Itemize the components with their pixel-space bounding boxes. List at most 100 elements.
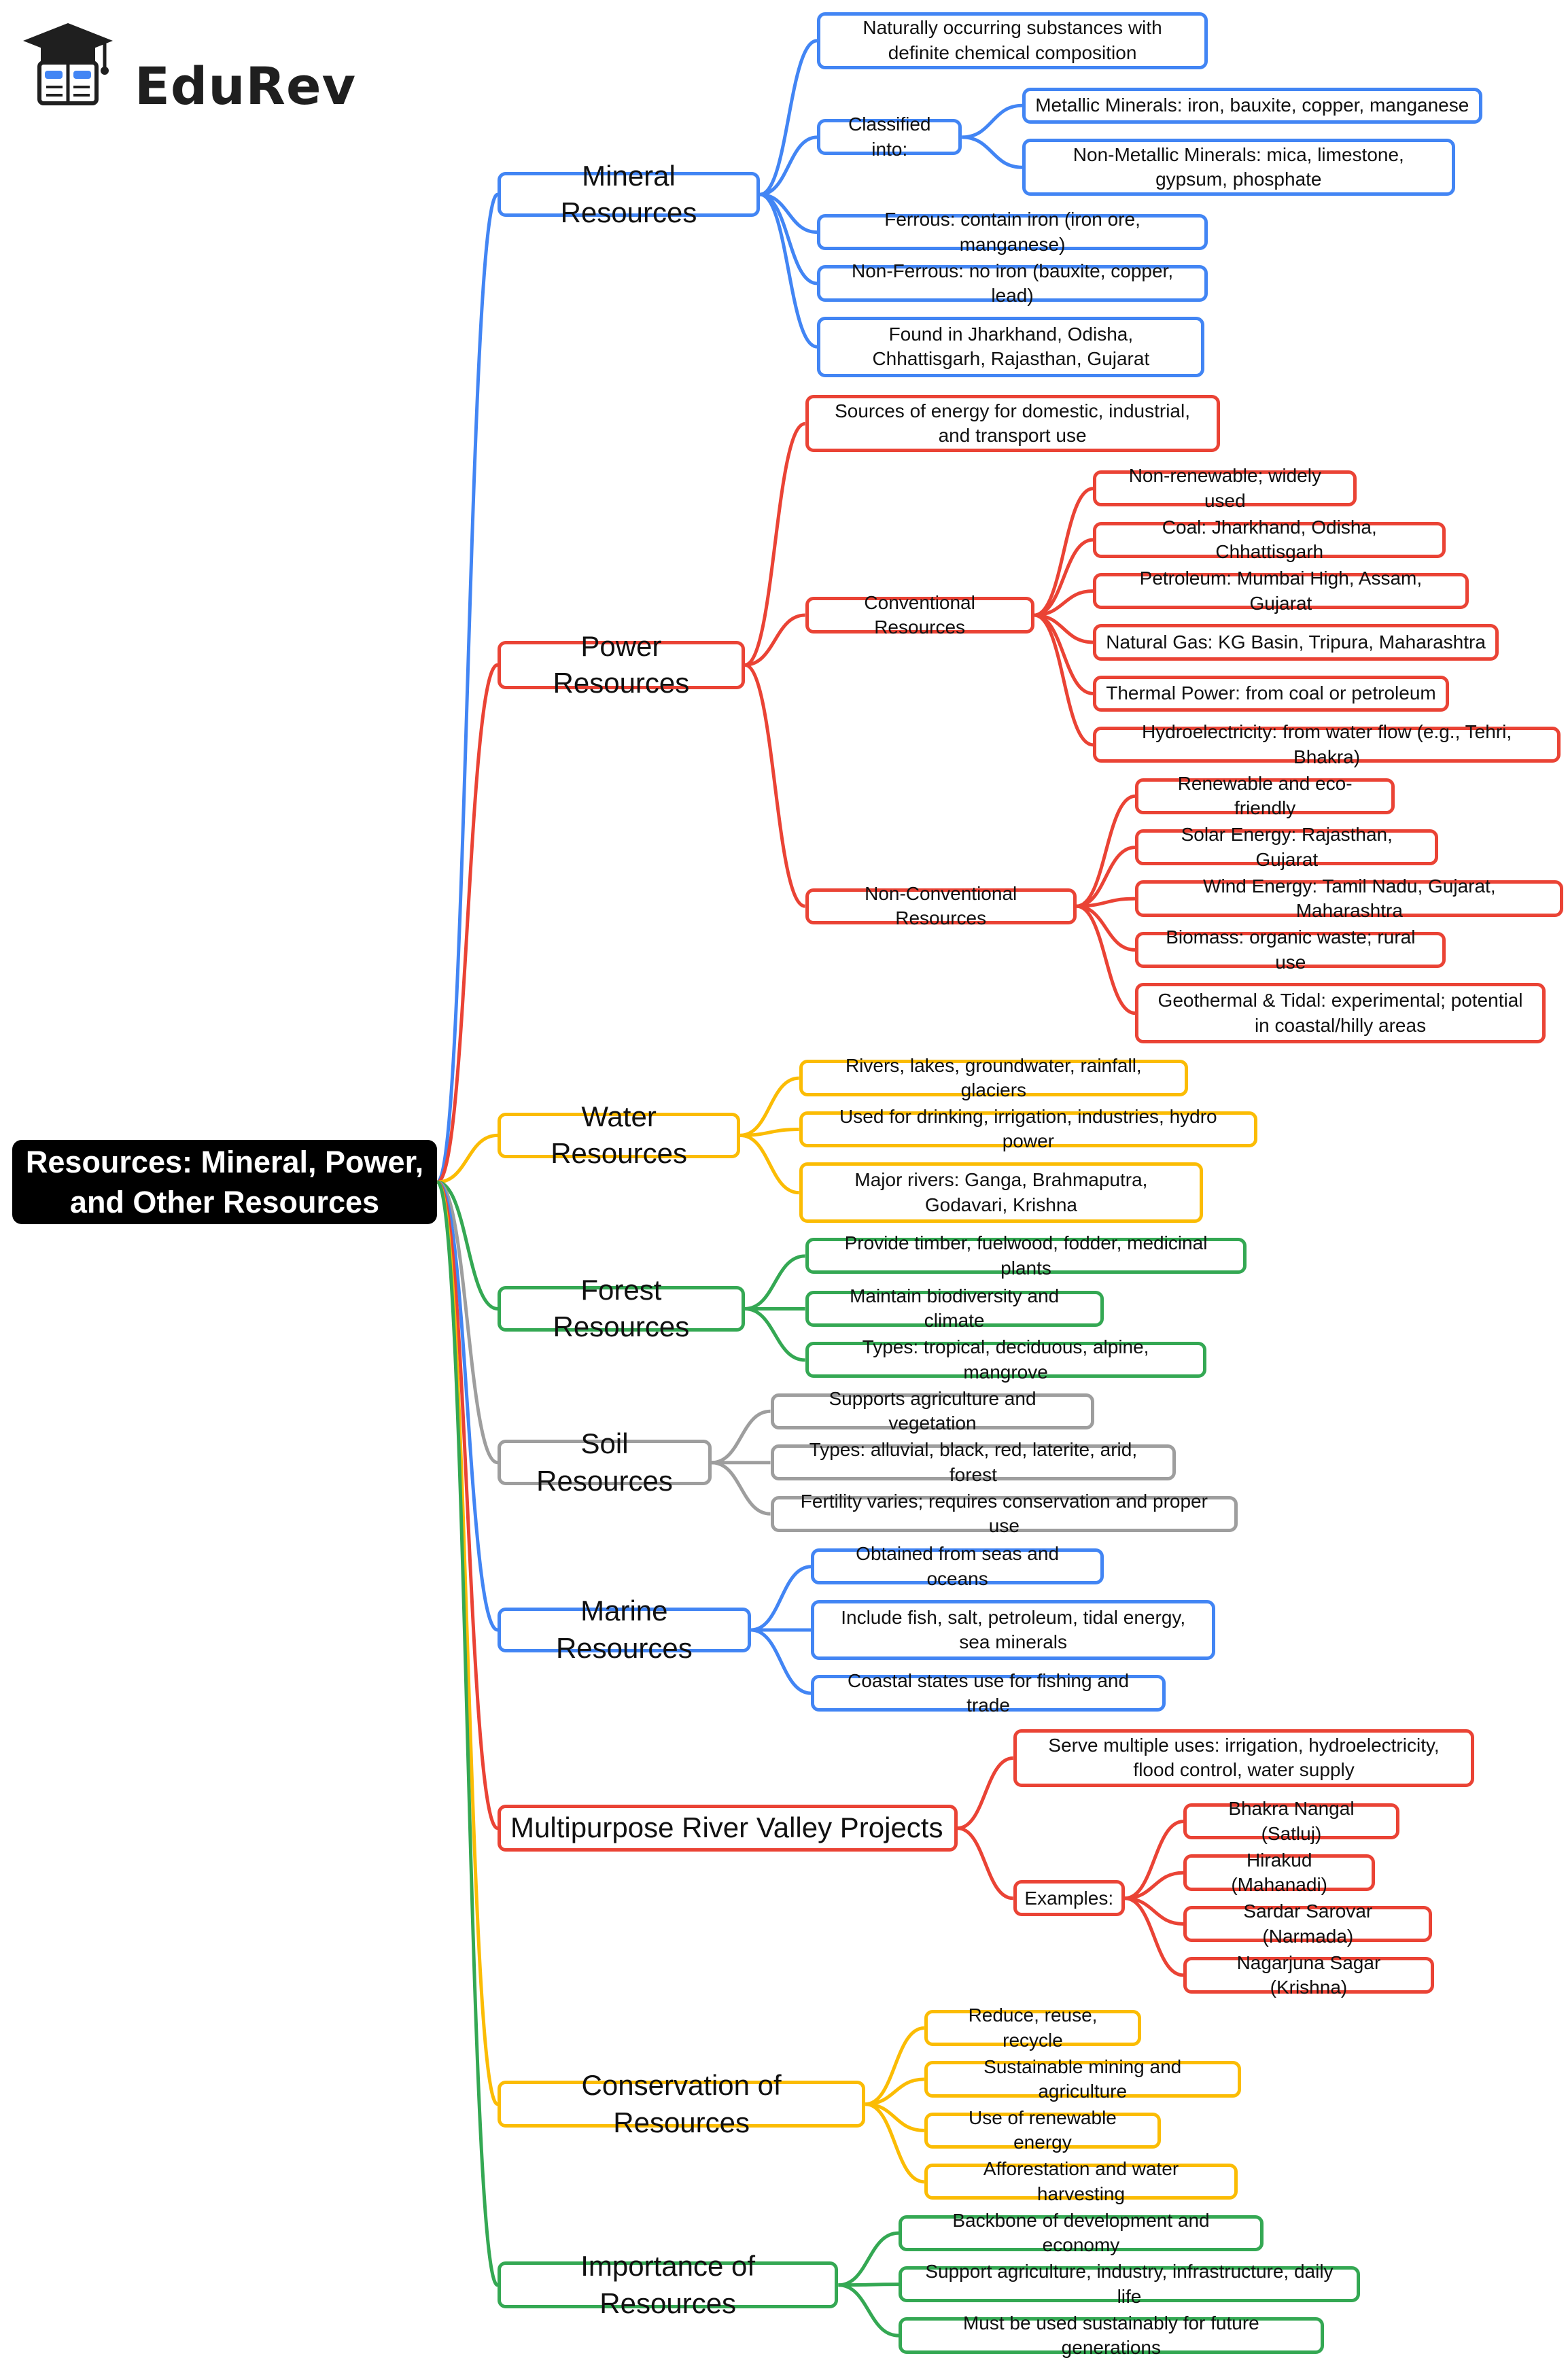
node-examples[interactable]: Examples: (1013, 1880, 1125, 1917)
node-backbone-of-development-and-economy[interactable]: Backbone of development and economy (899, 2210, 1264, 2255)
node-fertility-varies-requires-conservation-a[interactable]: Fertility varies; requires conservation … (770, 1491, 1238, 1536)
node-major-rivers-ganga-brahmaputra-godavari-[interactable]: Major rivers: Ganga, Brahmaputra, Godava… (799, 1162, 1204, 1223)
node-sources-of-energy-for-domestic-industria-label: Sources of energy for domestic, industri… (835, 400, 1191, 447)
branch-marine-label: Marine Resources (555, 1595, 693, 1664)
node-naturally-occurring-substances-with-defi-label: Naturally occurring substances with defi… (863, 17, 1162, 63)
node-ferrous-contain-iron-iron-ore-manganese-label: Ferrous: contain iron (iron ore, mangane… (884, 209, 1140, 255)
brand-name: EduRev (135, 56, 357, 116)
node-hirakud-mahanadi[interactable]: Hirakud (Mahanadi) (1183, 1850, 1376, 1895)
node-supports-agriculture-and-vegetation-label: Supports agriculture and vegetation (829, 1387, 1036, 1434)
node-serve-multiple-uses-irrigation-hydroelec[interactable]: Serve multiple uses: irrigation, hydroel… (1013, 1729, 1475, 1787)
node-include-fish-salt-petroleum-tidal-energy[interactable]: Include fish, salt, petroleum, tidal ene… (811, 1599, 1215, 1661)
node-geothermal-tidal-experimental-potential-[interactable]: Geothermal & Tidal: experimental; potent… (1135, 983, 1546, 1044)
node-non-metallic-minerals-mica-limestone-gyp-label: Non-Metallic Minerals: mica, limestone, … (1073, 143, 1404, 190)
connector-root-water (437, 1133, 498, 1184)
connector-power-1-0 (1034, 487, 1094, 617)
connector-mineral-4 (759, 192, 818, 349)
node-found-in-jharkhand-odisha-chhattisgarh-r[interactable]: Found in Jharkhand, Odisha, Chhattisgarh… (817, 316, 1205, 377)
connector-importance-0 (838, 2231, 899, 2287)
node-afforestation-and-water-harvesting[interactable]: Afforestation and water harvesting (924, 2158, 1238, 2204)
connector-conservation-0 (865, 2026, 925, 2106)
node-fertility-varies-requires-conservation-a-label: Fertility varies; requires conservation … (800, 1490, 1208, 1537)
node-must-be-used-sustainably-for-future-gene[interactable]: Must be used sustainably for future gene… (899, 2312, 1324, 2358)
node-coal-jharkhand-odisha-chhattisgarh[interactable]: Coal: Jharkhand, Odisha, Chhattisgarh (1093, 517, 1446, 562)
node-types-tropical-deciduous-alpine-mangrove-label: Types: tropical, deciduous, alpine, mang… (862, 1336, 1149, 1383)
node-thermal-power-from-coal-or-petroleum-label: Thermal Power: from coal or petroleum (1106, 682, 1436, 704)
node-supports-agriculture-and-vegetation[interactable]: Supports agriculture and vegetation (770, 1388, 1095, 1434)
branch-marine[interactable]: Marine Resources (498, 1595, 751, 1664)
node-metallic-minerals-iron-bauxite-copper-ma[interactable]: Metallic Minerals: iron, bauxite, copper… (1022, 87, 1482, 124)
node-thermal-power-from-coal-or-petroleum[interactable]: Thermal Power: from coal or petroleum (1093, 675, 1449, 712)
node-classified-into-label: Classified into: (848, 114, 931, 160)
node-sustainable-mining-and-agriculture[interactable]: Sustainable mining and agriculture (924, 2056, 1241, 2102)
node-rivers-lakes-groundwater-rainfall-glacie[interactable]: Rivers, lakes, groundwater, rainfall, gl… (799, 1055, 1188, 1100)
node-ferrous-contain-iron-iron-ore-manganese[interactable]: Ferrous: contain iron (iron ore, mangane… (817, 209, 1208, 255)
node-petroleum-mumbai-high-assam-gujarat[interactable]: Petroleum: Mumbai High, Assam, Gujarat (1093, 568, 1469, 614)
node-support-agriculture-industry-infrastruct-label: Support agriculture, industry, infrastru… (925, 2261, 1334, 2307)
connector-root-importance (435, 1180, 500, 2287)
connector-mineral-0 (759, 39, 818, 196)
node-use-of-renewable-energy[interactable]: Use of renewable energy (924, 2107, 1162, 2153)
node-solar-energy-rajasthan-gujarat[interactable]: Solar Energy: Rajasthan, Gujarat (1135, 824, 1439, 870)
node-sources-of-energy-for-domestic-industria[interactable]: Sources of energy for domestic, industri… (805, 395, 1220, 453)
connector-river-valley-1-0 (1124, 1820, 1184, 1901)
node-reduce-reuse-recycle[interactable]: Reduce, reuse, recycle (924, 2005, 1142, 2051)
connector-marine-2 (750, 1628, 812, 1695)
node-non-metallic-minerals-mica-limestone-gyp[interactable]: Non-Metallic Minerals: mica, limestone, … (1022, 139, 1455, 196)
node-bhakra-nangal-satluj-label: Bhakra Nangal (Satluj) (1228, 1798, 1355, 1844)
node-obtained-from-seas-and-oceans[interactable]: Obtained from seas and oceans (811, 1543, 1104, 1589)
node-conventional-resources[interactable]: Conventional Resources (805, 592, 1034, 638)
branch-mineral-label: Mineral Resources (560, 159, 697, 229)
connector-power-2 (744, 663, 806, 908)
connector-soil-0 (711, 1409, 771, 1465)
node-hydroelectricity-from-water-flow-e-g-teh[interactable]: Hydroelectricity: from water flow (e.g.,… (1093, 721, 1561, 767)
node-biomass-organic-waste-rural-use[interactable]: Biomass: organic waste; rural use (1135, 926, 1446, 973)
node-coastal-states-use-for-fishing-and-trade[interactable]: Coastal states use for fishing and trade (811, 1670, 1166, 1716)
node-nagarjuna-sagar-krishna[interactable]: Nagarjuna Sagar (Krishna) (1183, 1952, 1434, 1998)
node-types-tropical-deciduous-alpine-mangrove[interactable]: Types: tropical, deciduous, alpine, mang… (805, 1336, 1206, 1383)
node-renewable-and-eco-friendly[interactable]: Renewable and eco-friendly (1135, 773, 1395, 818)
node-hydroelectricity-from-water-flow-e-g-teh-label: Hydroelectricity: from water flow (e.g.,… (1142, 721, 1512, 767)
node-non-renewable-widely-used[interactable]: Non-renewable; widely used (1093, 465, 1357, 511)
connector-river-valley-1-3 (1124, 1896, 1184, 1977)
node-obtained-from-seas-and-oceans-label: Obtained from seas and oceans (856, 1543, 1060, 1589)
node-rivers-lakes-groundwater-rainfall-glacie-label: Rivers, lakes, groundwater, rainfall, gl… (845, 1054, 1142, 1101)
node-bhakra-nangal-satluj[interactable]: Bhakra Nangal (Satluj) (1183, 1798, 1399, 1844)
connector-power-2-0 (1076, 794, 1136, 908)
branch-soil[interactable]: Soil Resources (498, 1427, 712, 1497)
node-conventional-resources-label: Conventional Resources (864, 591, 975, 638)
node-serve-multiple-uses-irrigation-hydroelec-label: Serve multiple uses: irrigation, hydroel… (1048, 1735, 1440, 1781)
connector-importance-2 (838, 2283, 899, 2338)
node-non-ferrous-no-iron-bauxite-copper-lead[interactable]: Non-Ferrous: no iron (bauxite, copper, l… (817, 260, 1208, 306)
branch-power[interactable]: Power Resources (498, 630, 745, 699)
connector-mineral-1-1 (962, 135, 1023, 169)
node-reduce-reuse-recycle-label: Reduce, reuse, recycle (968, 2005, 1098, 2051)
branch-importance[interactable]: Importance of Resources (498, 2250, 839, 2319)
node-non-conventional-resources[interactable]: Non-Conventional Resources (805, 883, 1077, 929)
node-wind-energy-tamil-nadu-gujarat-maharasht[interactable]: Wind Energy: Tamil Nadu, Gujarat, Mahara… (1135, 875, 1564, 921)
node-classified-into[interactable]: Classified into: (817, 114, 962, 160)
node-found-in-jharkhand-odisha-chhattisgarh-r-label: Found in Jharkhand, Odisha, Chhattisgarh… (872, 323, 1150, 370)
node-support-agriculture-industry-infrastruct[interactable]: Support agriculture, industry, infrastru… (899, 2261, 1360, 2307)
connector-power-1-5 (1034, 613, 1094, 747)
root-topic[interactable]: Resources: Mineral, Power, and Other Res… (12, 1140, 438, 1225)
node-biomass-organic-waste-rural-use-label: Biomass: organic waste; rural use (1166, 926, 1416, 973)
node-renewable-and-eco-friendly-label: Renewable and eco-friendly (1177, 772, 1353, 819)
branch-water[interactable]: Water Resources (498, 1100, 741, 1169)
node-used-for-drinking-irrigation-industries-[interactable]: Used for drinking, irrigation, industrie… (799, 1106, 1258, 1151)
branch-conservation[interactable]: Conservation of Resources (498, 2069, 866, 2138)
node-non-ferrous-no-iron-bauxite-copper-lead-label: Non-Ferrous: no iron (bauxite, copper, l… (851, 260, 1174, 307)
branch-river-valley[interactable]: Multipurpose River Valley Projects (498, 1805, 958, 1852)
node-natural-gas-kg-basin-tripura-maharashtra[interactable]: Natural Gas: KG Basin, Tripura, Maharash… (1093, 624, 1499, 661)
node-naturally-occurring-substances-with-defi[interactable]: Naturally occurring substances with defi… (817, 12, 1208, 70)
node-provide-timber-fuelwood-fodder-medicinal[interactable]: Provide timber, fuelwood, fodder, medici… (805, 1232, 1247, 1279)
node-backbone-of-development-and-economy-label: Backbone of development and economy (952, 2209, 1210, 2256)
node-sardar-sarovar-narmada[interactable]: Sardar Sarovar (Narmada) (1183, 1901, 1433, 1947)
node-solar-energy-rajasthan-gujarat-label: Solar Energy: Rajasthan, Gujarat (1181, 824, 1393, 870)
node-types-alluvial-black-red-laterite-arid-f[interactable]: Types: alluvial, black, red, laterite, a… (770, 1439, 1177, 1485)
branch-mineral[interactable]: Mineral Resources (498, 160, 760, 228)
branch-forest[interactable]: Forest Resources (498, 1274, 745, 1342)
connector-root-soil (436, 1180, 498, 1465)
node-maintain-biodiversity-and-climate[interactable]: Maintain biodiversity and climate (805, 1285, 1104, 1331)
